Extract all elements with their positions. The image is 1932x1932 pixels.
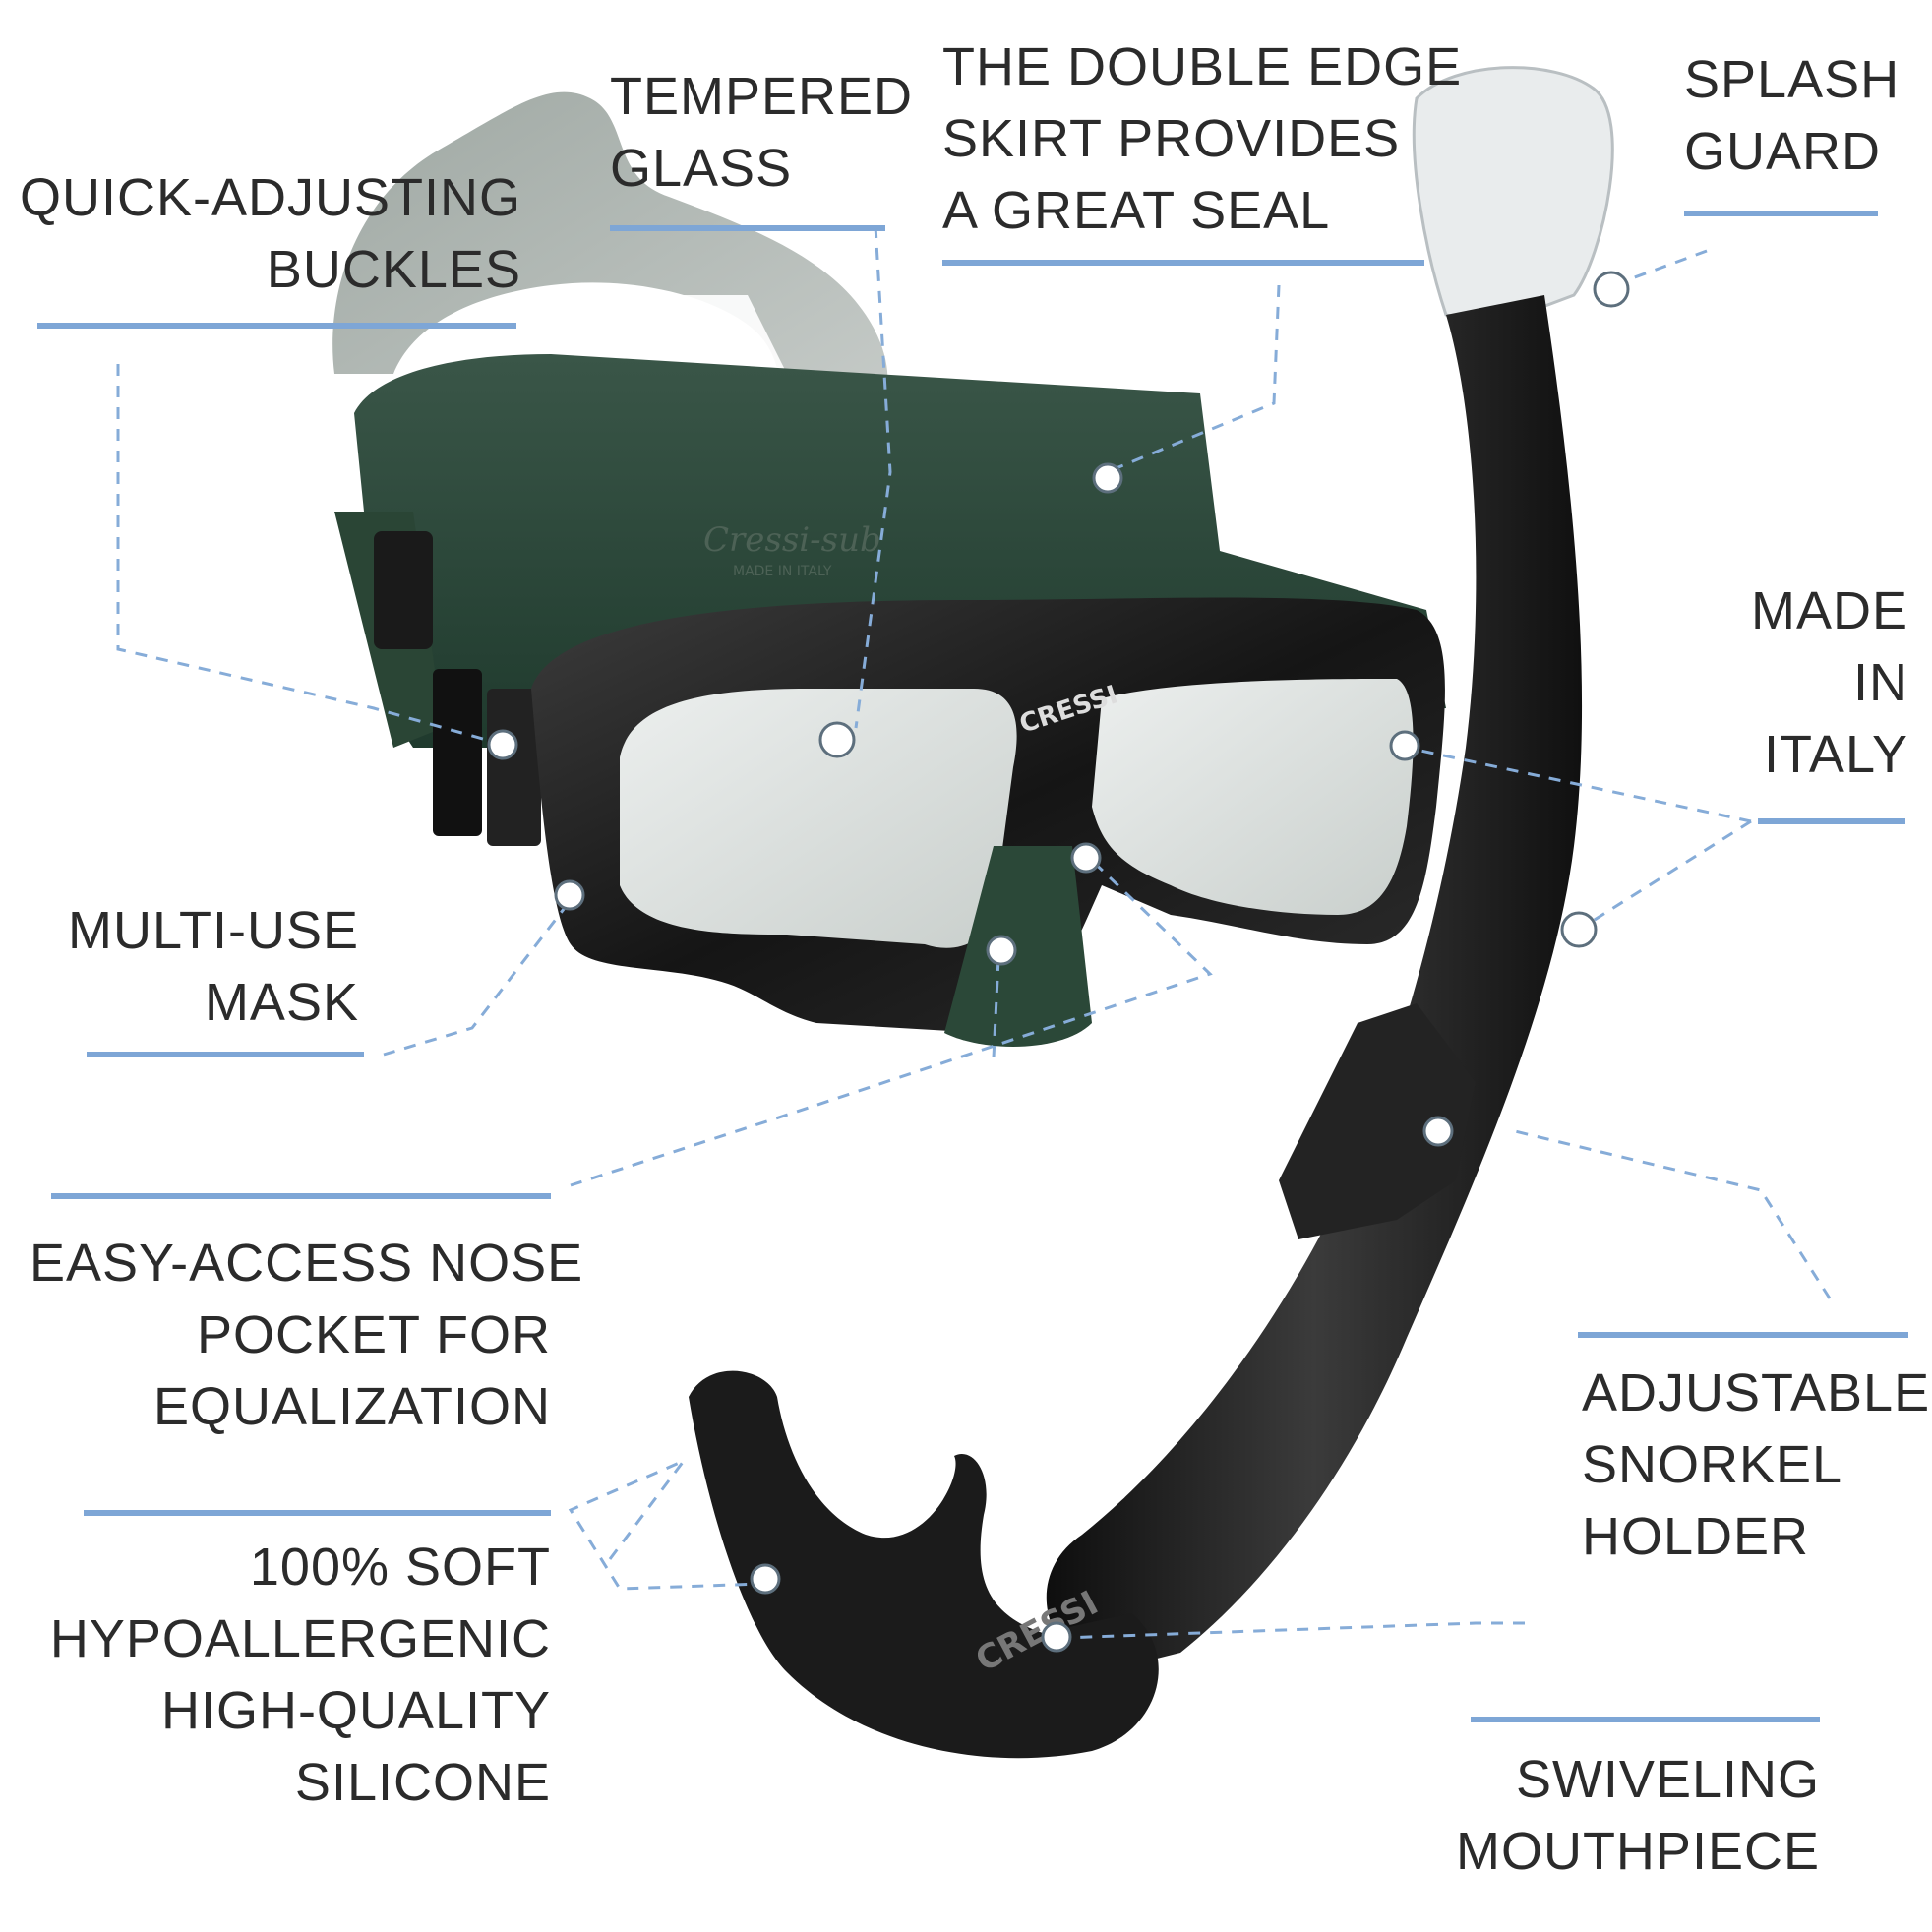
rule-buckles <box>37 323 516 329</box>
rule-splash <box>1684 211 1878 216</box>
rule-nose <box>51 1193 551 1199</box>
rule-italy <box>1758 818 1905 824</box>
rule-silicone <box>84 1510 551 1516</box>
rule-mouthpiece <box>1471 1717 1820 1722</box>
mask-made-text: MADE IN ITALY <box>733 564 832 579</box>
mask-strap <box>332 91 888 433</box>
leader-lines <box>116 225 1832 1640</box>
rule-skirt <box>942 260 1424 266</box>
rule-glass <box>610 225 885 231</box>
rule-holder <box>1578 1332 1908 1338</box>
mask-frame <box>531 597 1445 1047</box>
mask-logo: Cressi-sub <box>703 520 881 560</box>
callout-markers <box>487 271 1630 1653</box>
snorkel <box>689 66 1614 1759</box>
rule-mask <box>87 1052 364 1057</box>
